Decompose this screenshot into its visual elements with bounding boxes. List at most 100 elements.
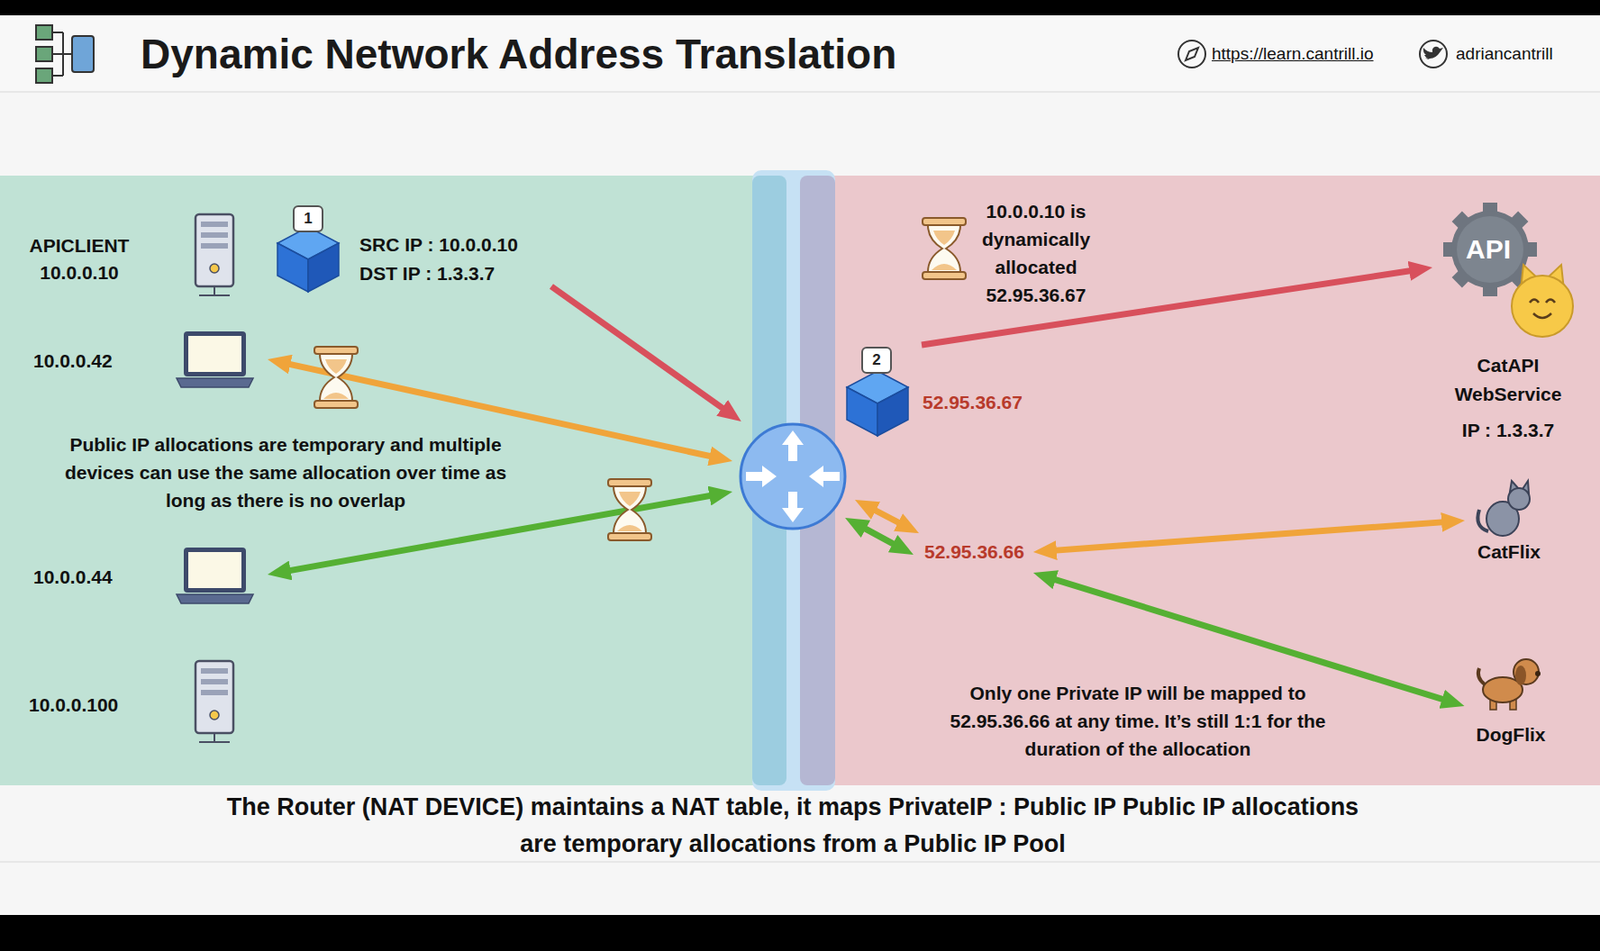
laptop-device: 10.0.0.42: [27, 328, 257, 394]
hourglass-sand: [931, 263, 957, 271]
cat-eye: [1545, 300, 1555, 304]
allocation-arrow: [864, 505, 910, 529]
device-label: 10.0.0.100: [28, 693, 119, 718]
dogflix-icon: [1478, 659, 1541, 710]
server-light: [209, 263, 219, 273]
twitter-bird: [1423, 46, 1444, 60]
router-arrow: [781, 491, 804, 523]
packet-field: DST IP : 1.3.3.7: [359, 262, 495, 286]
service-name: CatAPI WebService: [1440, 351, 1576, 410]
connector-arrow: [921, 269, 1422, 346]
compass-needle: [1185, 47, 1199, 61]
callout-badge: [293, 206, 323, 232]
cube-left: [277, 243, 309, 292]
server-icon: [195, 661, 234, 743]
cat-face: [1511, 275, 1573, 337]
server-icon: [195, 214, 234, 296]
logo-line: [62, 32, 64, 76]
server-cable: [199, 294, 230, 297]
hourglass-cap: [922, 218, 966, 226]
packet-box: 1SRC IP : 10.0.0.10DST IP : 1.3.3.7: [274, 203, 546, 294]
device-label: 10.0.0.44: [33, 565, 113, 590]
cube-left: [846, 387, 878, 437]
hourglass-icon: [314, 346, 358, 409]
link-icon: [1178, 40, 1206, 68]
laptop-base: [176, 594, 254, 604]
router-icon: [740, 424, 846, 529]
server-slot: [200, 679, 228, 685]
device-label: 10.0.0.42: [33, 349, 113, 373]
public-region: [819, 175, 1600, 786]
logo-line: [52, 31, 64, 34]
dog-tail: [1478, 668, 1485, 685]
hourglass-icon: [922, 218, 966, 280]
service-name: CatFlix: [1468, 540, 1550, 564]
diagram-title: Dynamic Network Address Translation: [140, 28, 897, 80]
server-body: [195, 661, 234, 734]
mapping-note: Only one Private IP will be mapped to 52…: [926, 679, 1350, 764]
packet-cube: [277, 227, 339, 292]
logo-box: [36, 25, 53, 40]
connector-arrow: [1044, 521, 1455, 552]
twitter-handle: adriancantrill: [1455, 44, 1554, 64]
cat-eye: [1529, 300, 1539, 304]
laptop-display: [188, 552, 242, 589]
router-body: [740, 424, 846, 529]
server-slot: [200, 232, 228, 238]
hourglass-glass: [613, 486, 646, 534]
allocation-note: 10.0.0.10 is dynamically allocated 52.95…: [968, 197, 1104, 310]
twitter-icon: [1419, 40, 1447, 68]
pool-note: Public IP allocations are temporary and …: [42, 430, 529, 515]
top-bar: [0, 0, 1600, 16]
header-rule: [0, 90, 1600, 93]
logo-box: [36, 68, 53, 83]
logo-box: [36, 46, 53, 62]
caption-rule: [0, 861, 1600, 864]
dogflix-service: DogFlix: [1464, 650, 1558, 751]
service-ip: IP : 1.3.3.7: [1436, 418, 1581, 443]
hourglass-glass: [927, 225, 961, 273]
hourglass-sand: [325, 359, 347, 374]
dog-nose: [1535, 671, 1541, 677]
hourglass-cap: [608, 479, 652, 487]
packet-arrow: [551, 286, 733, 416]
laptop-device: 10.0.0.44: [27, 545, 257, 610]
api-service: APICatAPI WebServiceIP : 1.3.3.7: [1432, 200, 1586, 446]
laptop-base: [176, 378, 254, 388]
header-band: [0, 15, 1600, 92]
catflix-service: CatFlix: [1464, 481, 1554, 568]
logo-icon: [36, 25, 94, 83]
public-ip: 52.95.36.67: [922, 390, 1023, 415]
server-slot: [200, 243, 228, 249]
client-server: APICLIENT 10.0.0.10: [17, 209, 239, 301]
server-cable: [213, 733, 216, 743]
bottom-bar: [0, 915, 1600, 951]
diagram-caption: The Router (NAT DEVICE) maintains a NAT …: [216, 789, 1370, 864]
packet-field: SRC IP : 10.0.0.10: [359, 233, 519, 257]
device-label: APICLIENT 10.0.0.10: [20, 232, 138, 287]
gear-body: [1451, 210, 1529, 289]
packet-box: 252.95.36.67: [842, 345, 1041, 440]
laptop-display: [188, 336, 242, 373]
cat-head: [1508, 488, 1530, 510]
hourglass-cap: [314, 346, 358, 355]
hourglass-sand: [617, 525, 643, 532]
compass-ring: [1178, 40, 1206, 68]
logo-line: [52, 74, 64, 77]
service-name: DogFlix: [1468, 723, 1555, 747]
packet-cube: [846, 371, 909, 437]
hourglass-sand: [618, 491, 641, 507]
hourglass-cap: [314, 400, 358, 409]
private-region: [0, 175, 766, 786]
hourglass-sand: [933, 230, 955, 246]
hourglass-icon: [608, 479, 652, 541]
laptop-screen: [183, 331, 246, 377]
public-ip: 52.95.36.66: [924, 540, 1025, 564]
cube-right: [308, 243, 339, 292]
callout-number: 1: [293, 207, 323, 231]
server-body: [195, 214, 234, 287]
cat-mouth: [1533, 313, 1552, 319]
server-slot: [200, 668, 228, 674]
